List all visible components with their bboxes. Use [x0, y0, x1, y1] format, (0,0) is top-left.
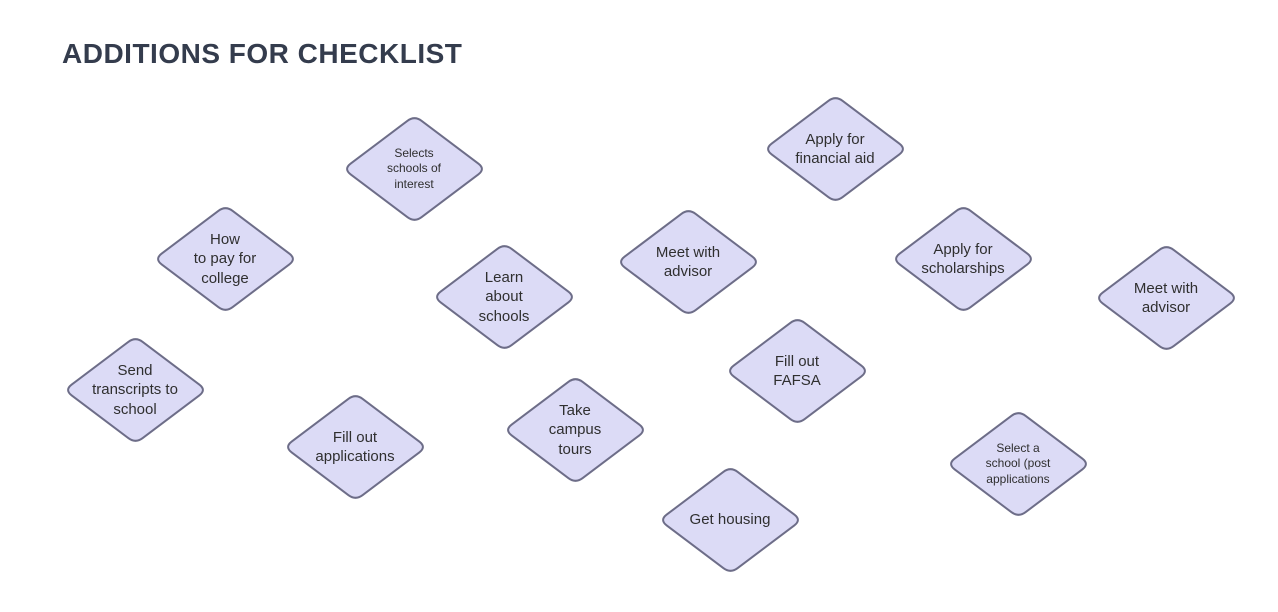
diamond-shape: [1097, 246, 1235, 350]
diamond-shape: [619, 210, 757, 314]
diamond-node-get-housing[interactable]: Get housing: [658, 465, 803, 575]
diamond-shape: [728, 319, 866, 423]
diamond-shape: [286, 395, 424, 499]
diamond-shape: [156, 207, 294, 311]
diamond-shape: [894, 207, 1032, 311]
diamond-shape: [661, 468, 799, 572]
page-title: ADDITIONS FOR CHECKLIST: [62, 38, 463, 69]
diamond-shape: [949, 412, 1087, 516]
diamond-shape: [766, 97, 904, 201]
diamond-shape: [66, 338, 204, 442]
diamond-shape: [345, 117, 483, 221]
diamond-shape: [435, 245, 573, 349]
diamond-shape: [506, 378, 644, 482]
